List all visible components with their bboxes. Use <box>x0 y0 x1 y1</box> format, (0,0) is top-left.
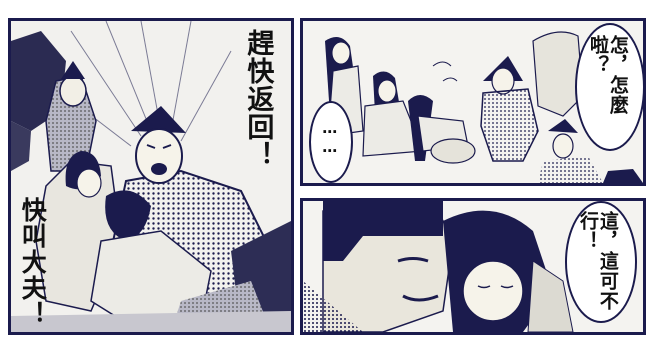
panel-1: 趕快返回！ 快叫大夫！ <box>8 18 294 335</box>
panel-1-shout-return: 趕快返回！ <box>242 29 274 169</box>
panel-2-speech: 怎，怎麼啦？ <box>586 35 629 115</box>
panel-1-art <box>11 21 291 332</box>
panel-2-speech-bubble <box>575 23 643 151</box>
panel-3: 這，這可不行！ <box>300 198 646 335</box>
panel-3-speech-bubble <box>565 201 637 323</box>
panel-2-ellipsis: …… <box>320 119 339 157</box>
panel-2: …… 怎，怎麼啦？ <box>300 18 646 186</box>
panel-1-shout-doctor: 快叫大夫！ <box>18 197 48 327</box>
panel-3-speech: 這，這可不行！ <box>576 211 619 311</box>
panel-2-ellipsis-bubble <box>309 101 353 183</box>
